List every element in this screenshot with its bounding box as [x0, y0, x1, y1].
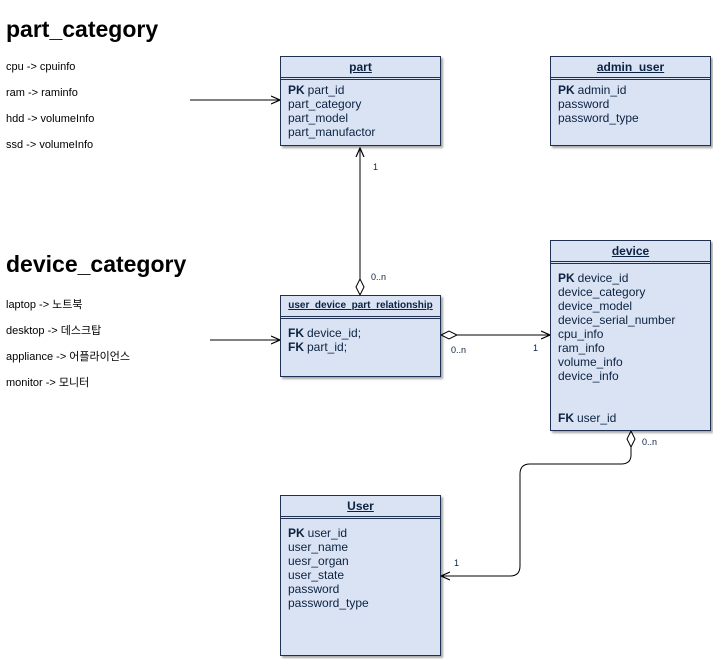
field-name: device_serial_number [558, 313, 676, 327]
device-category-heading: device_category [6, 251, 187, 277]
multiplicity-label: 1 [533, 343, 539, 353]
field-name: admin_id [577, 83, 627, 97]
entity-field: password [558, 97, 710, 111]
entity-title: device [551, 241, 710, 264]
field-key: PK [288, 526, 305, 540]
field-name: part_id [307, 83, 345, 97]
part-category-mapping: ssd -> volumeInfo [6, 139, 94, 151]
field-name: device_id; [307, 326, 362, 340]
multiplicity-label: 1 [454, 558, 460, 568]
entity-field: volume_info [558, 355, 710, 369]
field-name: password [288, 582, 340, 596]
device-category-mapping: monitor -> 모니터 [6, 377, 90, 389]
field-name: password_type [558, 111, 639, 125]
entity-field: user_name [288, 540, 440, 554]
field-name: user_name [288, 540, 349, 554]
relationship-device-diamond [439, 330, 459, 340]
field-name: device_id [577, 271, 629, 285]
field-name: part_manufactor [288, 125, 376, 139]
part-category-mapping: ram -> raminfo [6, 87, 78, 99]
multiplicity-label: 1 [373, 162, 379, 172]
device-user-connector [441, 447, 632, 576]
field-name: user_id [577, 411, 617, 425]
field-name: password [558, 97, 610, 111]
field-name: password_type [288, 596, 369, 610]
entity-title: user_device_part_relationship [281, 296, 440, 319]
part-category-mapping: hdd -> volumeInfo [6, 113, 95, 125]
relationship-part-diamond [355, 277, 365, 297]
entity-field: cpu_info [558, 327, 710, 341]
field-name: uesr_organ [288, 554, 349, 568]
part-category-heading: part_category [6, 16, 159, 42]
field-name: part_id; [307, 340, 348, 354]
entity-field: device_category [558, 285, 710, 299]
entity-field: part_manufactor [288, 125, 440, 139]
entity-title: User [281, 496, 440, 519]
entity-field: device_model [558, 299, 710, 313]
field-name: volume_info [558, 355, 623, 369]
field-name: part_model [288, 111, 349, 125]
field-key: PK [288, 83, 305, 97]
field-key: FK [558, 411, 574, 425]
field-name: device_model [558, 299, 633, 313]
entity-field: password_type [288, 596, 440, 610]
entity-field: device_info [558, 369, 710, 383]
multiplicity-label: 0..n [451, 345, 467, 355]
entity-field: password [288, 582, 440, 596]
entity-title: admin_user [551, 57, 710, 80]
multiplicity-label: 0..n [371, 272, 387, 282]
field-name: user_id [307, 526, 348, 540]
field-name: cpu_info [558, 327, 604, 341]
part-category-mapping: cpu -> cpuinfo [6, 61, 76, 73]
entity-title: part [281, 57, 440, 80]
field-spacer [558, 383, 710, 411]
entity-field: user_state [288, 568, 440, 582]
device-category-mapping: laptop -> 노트북 [6, 299, 83, 311]
entity-field: part_category [288, 97, 440, 111]
field-key: PK [558, 271, 575, 285]
entity-field: device_serial_number [558, 313, 710, 327]
entity-field: ram_info [558, 341, 710, 355]
device-category-mapping: desktop -> 데스크탑 [6, 325, 102, 337]
field-key: FK [288, 340, 304, 354]
entity-field: part_model [288, 111, 440, 125]
entity-field: uesr_organ [288, 554, 440, 568]
entity-field: password_type [558, 111, 710, 125]
field-key: FK [288, 326, 304, 340]
device-user-diamond [626, 429, 636, 449]
multiplicity-label: 0..n [642, 437, 658, 447]
device-category-mapping: appliance -> 어플라이언스 [6, 351, 131, 363]
field-name: user_state [288, 568, 345, 582]
field-name: device_category [558, 285, 646, 299]
field-name: ram_info [558, 341, 605, 355]
field-key: PK [558, 83, 575, 97]
field-name: part_category [288, 97, 362, 111]
field-name: device_info [558, 369, 619, 383]
